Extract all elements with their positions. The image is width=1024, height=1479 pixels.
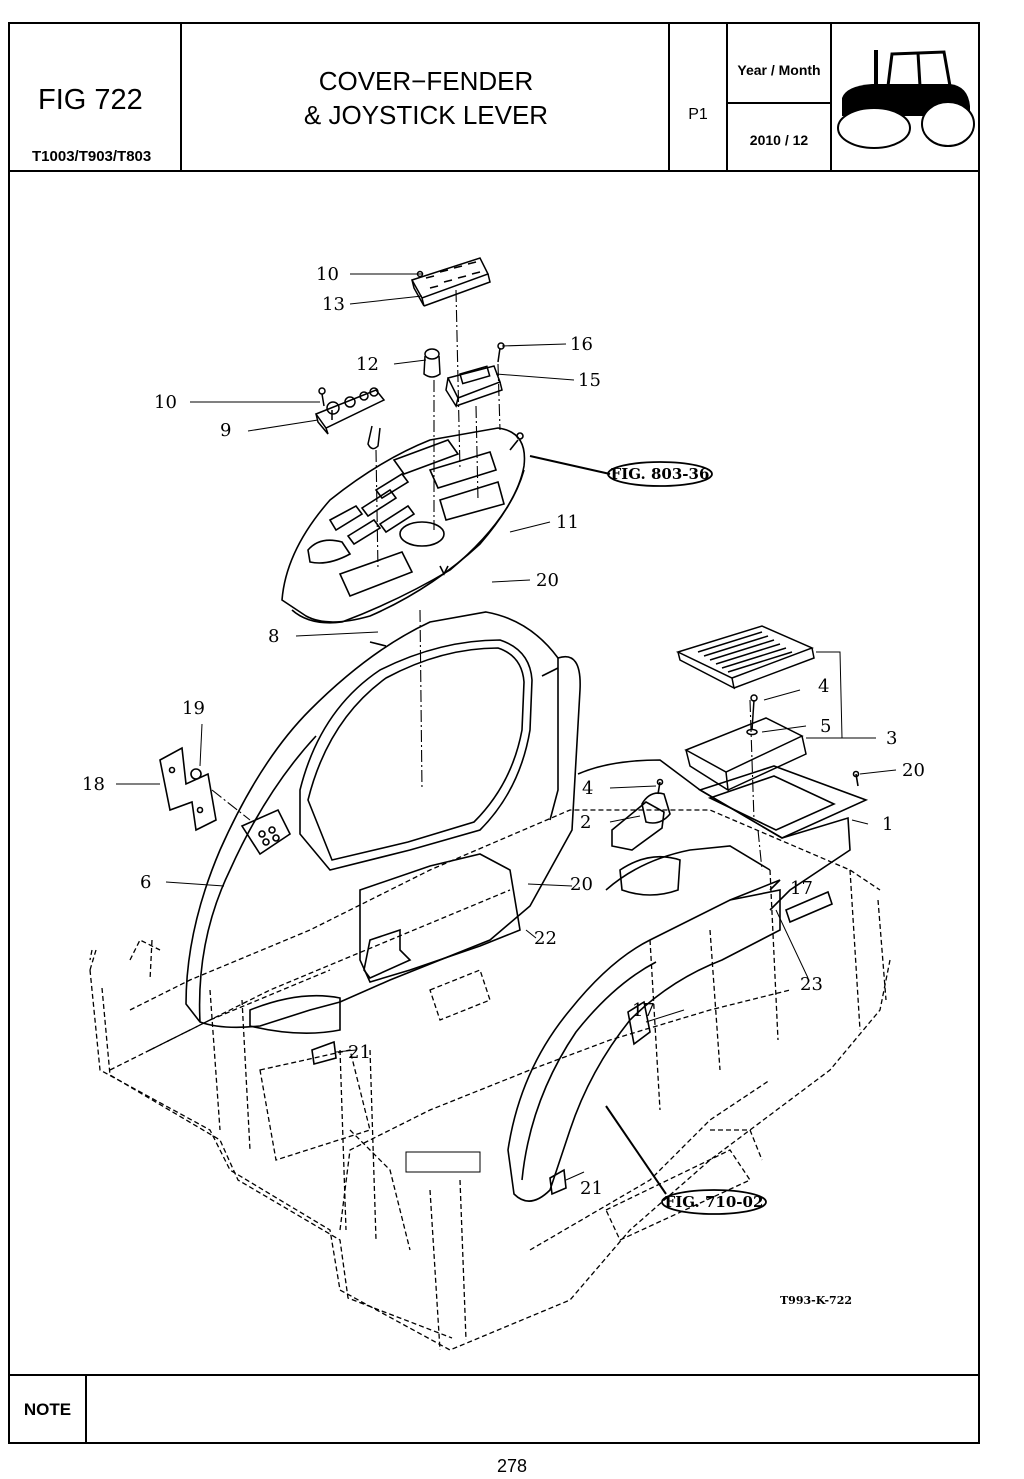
- tractor-icon: [837, 50, 975, 149]
- year-month-divider: [728, 102, 830, 104]
- fig-803-oval: [607, 461, 713, 487]
- year-month-label: Year / Month: [737, 62, 821, 78]
- label-plate: [405, 1151, 481, 1173]
- assembly-lines: [211, 289, 763, 871]
- callout-20b: 20: [902, 760, 925, 781]
- part-12: [423, 348, 441, 378]
- exploded-diagram: 10 13 16 12 15 10 9 11 20 8 4 5 3 20 1 1…: [10, 170, 978, 1374]
- fig-710-reference: FIG. 710-02: [665, 1193, 764, 1211]
- part-18: [159, 746, 217, 832]
- fig-803-reference: FIG. 803-36: [611, 465, 710, 483]
- callout-8: 8: [268, 626, 279, 647]
- callout-18: 18: [82, 774, 105, 795]
- logo-cell: [832, 24, 978, 170]
- callout-9: 9: [220, 420, 231, 441]
- callout-17a: 17: [790, 878, 813, 899]
- callout-11: 11: [556, 512, 579, 533]
- part-3: [675, 625, 815, 792]
- callout-10b: 10: [154, 392, 177, 413]
- callout-21b: 21: [580, 1178, 603, 1199]
- frame-lines: [89, 809, 891, 1351]
- year-month-cell: Year / Month 2010 / 12: [728, 24, 832, 170]
- title-line-1: COVER−FENDER: [318, 66, 534, 96]
- part-13: [410, 257, 491, 307]
- note-row: NOTE: [10, 1374, 978, 1444]
- page-title: COVER−FENDER & JOYSTICK LEVER: [182, 64, 670, 132]
- callout-21a: 21: [348, 1042, 371, 1063]
- page-code-cell: P1: [670, 24, 728, 170]
- year-month-value: 2010 / 12: [749, 132, 809, 148]
- fig-cell: FIG 722 T1003/T903/T803: [10, 24, 182, 170]
- callout-12: 12: [356, 354, 379, 375]
- title-cell: COVER−FENDER & JOYSTICK LEVER: [182, 24, 670, 170]
- model-list: T1003/T903/T803: [32, 148, 152, 165]
- callout-5: 5: [820, 716, 831, 737]
- leader-lines: [116, 273, 897, 1181]
- exploded-diagram-svg: 10 13 16 12 15 10 9 11 20 8 4 5 3 20 1 1…: [82, 257, 925, 1351]
- fig-803-leader: [529, 455, 611, 475]
- part-11: [281, 427, 526, 624]
- callout-1: 1: [882, 814, 893, 835]
- part-15: [445, 342, 505, 408]
- fig-number: FIG 722: [38, 84, 143, 116]
- drawing-code: T993-K-722: [780, 1294, 852, 1307]
- callout-22: 22: [534, 928, 557, 949]
- page-number: 278: [496, 1456, 528, 1476]
- callout-6: 6: [140, 872, 151, 893]
- callout-4a: 4: [818, 676, 829, 697]
- note-label: NOTE: [10, 1376, 87, 1444]
- part-9: [314, 387, 386, 450]
- callout-15: 15: [578, 370, 601, 391]
- callout-20a: 20: [536, 570, 559, 591]
- callout-16: 16: [570, 334, 593, 355]
- callout-23: 23: [800, 974, 823, 995]
- callout-2: 2: [580, 812, 591, 833]
- callout-20c: 20: [570, 874, 593, 895]
- fig-710-leader: [605, 1105, 667, 1195]
- callout-10a: 10: [316, 264, 339, 285]
- callout-4b: 4: [582, 778, 593, 799]
- header: FIG 722 T1003/T903/T803 COVER−FENDER & J…: [10, 24, 978, 172]
- part-6: [185, 611, 581, 1034]
- callout-17b: 17: [632, 1000, 655, 1021]
- callout-3: 3: [886, 728, 897, 749]
- fig-710-oval: [661, 1189, 767, 1215]
- page-code: P1: [688, 106, 708, 123]
- title-line-2: & JOYSTICK LEVER: [303, 100, 549, 130]
- callout-13: 13: [322, 294, 345, 315]
- callout-19: 19: [182, 698, 205, 719]
- parts-sheet: FIG 722 T1003/T903/T803 COVER−FENDER & J…: [8, 22, 980, 1444]
- part-1: [311, 759, 869, 1202]
